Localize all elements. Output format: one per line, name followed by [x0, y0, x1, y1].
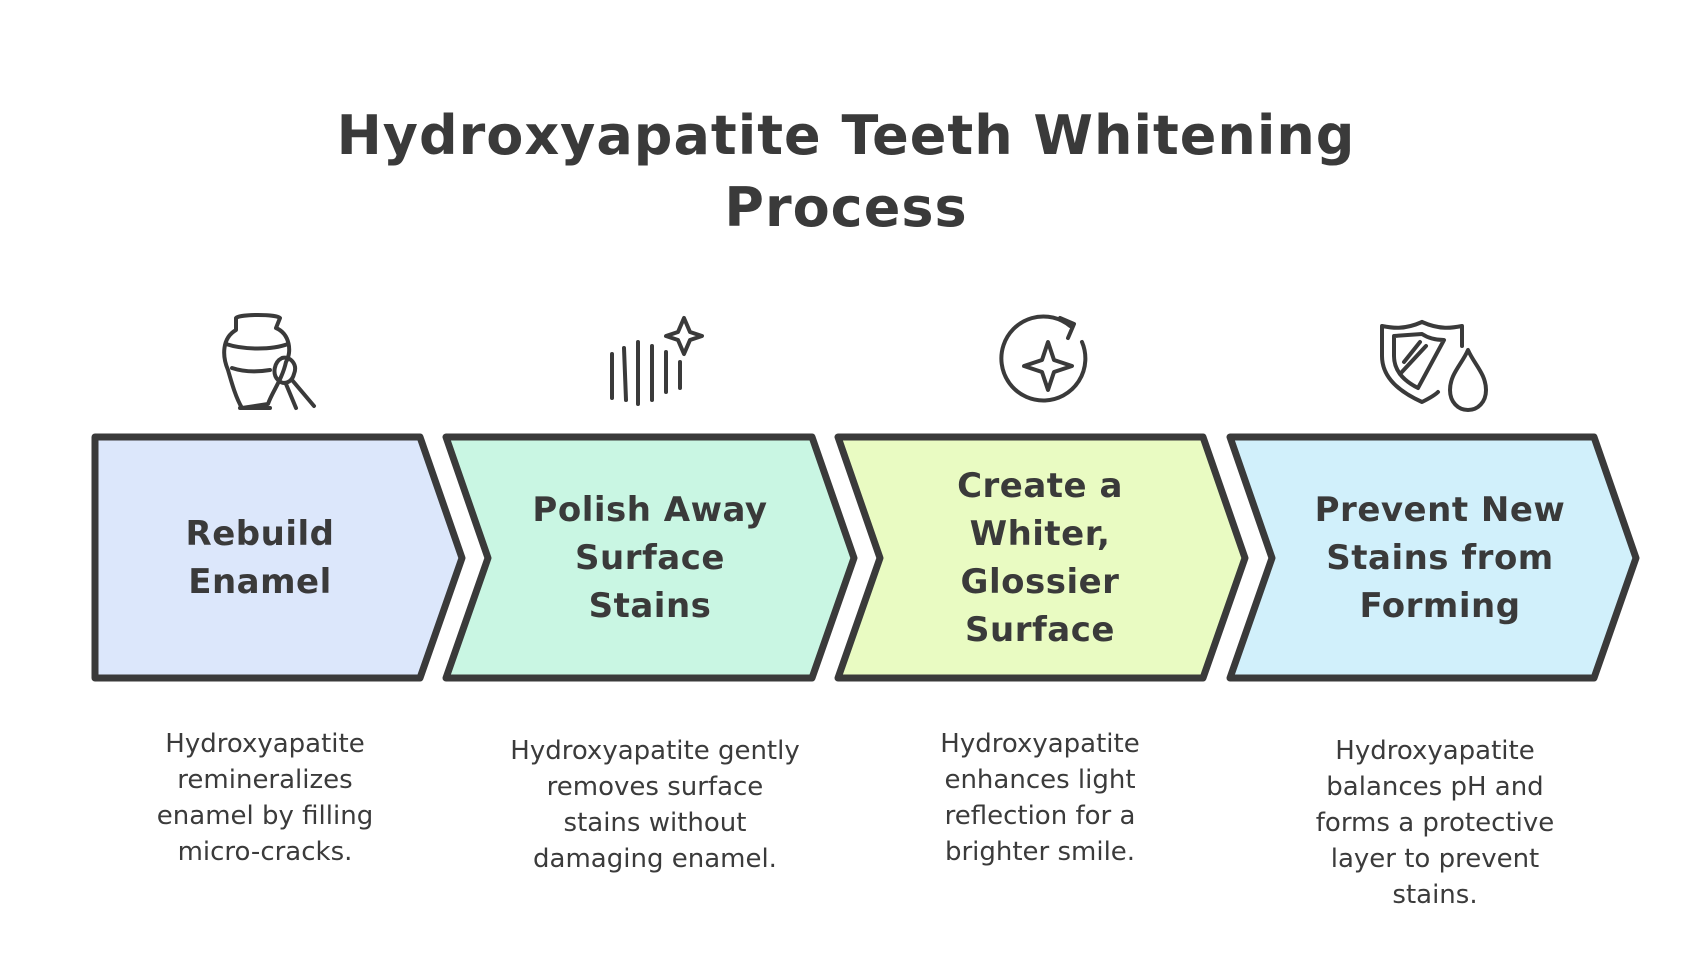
amphora-brush-icon — [222, 313, 316, 410]
step-2-fill — [446, 437, 854, 678]
step-2-description: Hydroxyapatite gently removes surface st… — [510, 736, 800, 874]
diagram-title: Hydroxyapatite Teeth Whitening Process — [0, 100, 1692, 244]
step-2-outline — [442, 433, 858, 682]
step-4-outline — [1226, 433, 1640, 682]
shield-drop-icon — [1380, 320, 1488, 412]
step-1-outline — [91, 433, 466, 682]
title-line-1: Hydroxyapatite Teeth Whitening — [336, 104, 1356, 167]
step-3-chevron — [834, 433, 1249, 682]
title-line-2: Process — [724, 176, 968, 239]
sparkle-lines-icon — [610, 316, 704, 406]
step-4-fill — [1230, 437, 1636, 678]
sparkle-refresh-icon — [999, 314, 1088, 403]
step-3-label: Create a Whiter, Glossier Surface — [957, 466, 1123, 650]
step-1-label: Rebuild Enamel — [185, 514, 335, 602]
step-4-label: Prevent New Stains from Forming — [1314, 490, 1566, 626]
step-1-fill — [95, 437, 462, 678]
step-4-description: Hydroxyapatite balances pH and forms a p… — [1315, 736, 1555, 910]
step-2-label: Polish Away Surface Stains — [532, 490, 768, 626]
step-3-description: Hydroxyapatite enhances light reflection… — [940, 729, 1140, 867]
step-4-chevron — [1226, 433, 1640, 682]
step-3-outline — [834, 433, 1249, 682]
step-1-description: Hydroxyapatite remineralizes enamel by f… — [156, 729, 374, 867]
step-3-fill — [838, 437, 1245, 678]
step-1-chevron — [91, 433, 466, 682]
step-2-chevron — [442, 433, 858, 682]
